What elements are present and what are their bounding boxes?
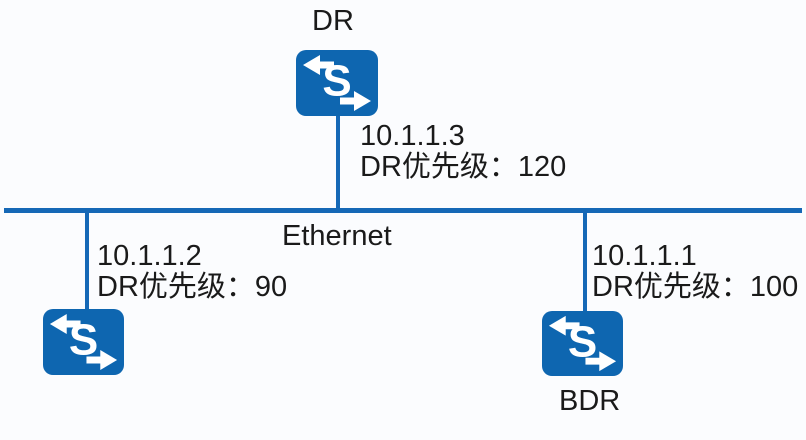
link-line-left-switch xyxy=(85,211,89,312)
left-priority-label: DR优先级：90 xyxy=(97,271,288,303)
switch-letter: S xyxy=(68,315,99,365)
dr-ip-label: 10.1.1.3 xyxy=(360,120,465,152)
bdr-node-info: 10.1.1.1 DR优先级：100 xyxy=(592,241,798,303)
switch-icon: S xyxy=(296,50,378,116)
ethernet-bus-line xyxy=(4,208,802,213)
switch-letter: S xyxy=(567,317,598,367)
dr-priority-label: DR优先级：120 xyxy=(360,151,567,183)
dr-node-info: 10.1.1.3 DR优先级：120 xyxy=(360,121,566,183)
link-line-bdr xyxy=(583,211,587,312)
left-node-info: 10.1.1.2 DR优先级：90 xyxy=(97,241,287,303)
bdr-ip-label: 10.1.1.1 xyxy=(592,240,697,272)
switch-icon: S xyxy=(43,309,124,375)
left-ip-label: 10.1.1.2 xyxy=(97,240,202,272)
bdr-role-label: BDR xyxy=(559,385,621,417)
ethernet-label: Ethernet xyxy=(282,220,392,252)
bdr-priority-label: DR优先级：100 xyxy=(592,271,799,303)
switch-arrows-icon xyxy=(548,315,617,372)
dr-role-label: DR xyxy=(312,5,354,37)
switch-letter: S xyxy=(322,56,352,106)
link-line-dr xyxy=(336,114,340,210)
switch-arrows-icon xyxy=(49,314,118,370)
switch-arrows-icon xyxy=(303,55,371,111)
switch-icon: S xyxy=(542,311,623,376)
